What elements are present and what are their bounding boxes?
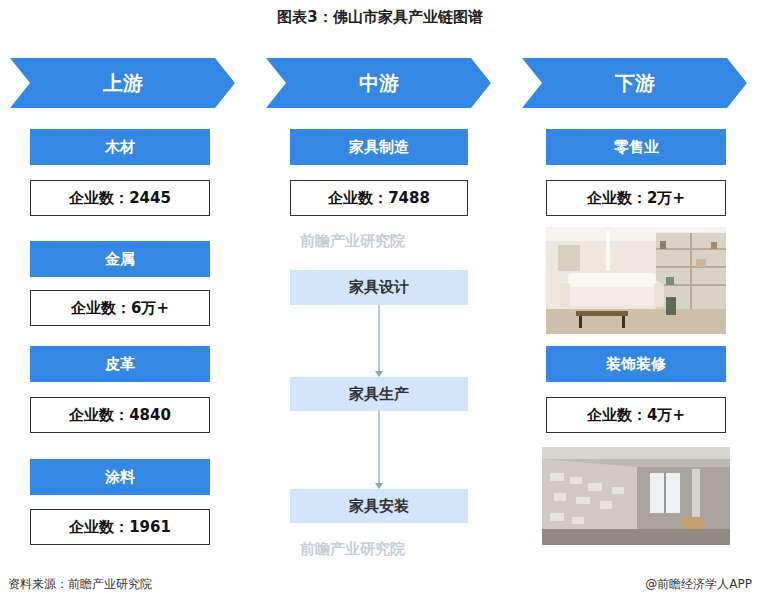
node-text: 下游 <box>615 70 655 97</box>
process-box: 家具设计 <box>290 270 468 305</box>
arrow-line <box>378 411 379 483</box>
node-text: 企业数：4万+ <box>587 406 685 425</box>
category-box: 木材 <box>30 129 210 165</box>
node-text: 企业数：2万+ <box>587 189 685 208</box>
chevron-fill <box>522 58 747 108</box>
flow-arrow <box>375 305 383 377</box>
node-text: 家具安装 <box>349 497 409 516</box>
chart-title: 图表3：佛山市家具产业链图谱 <box>0 8 760 27</box>
node-text: 家具生产 <box>349 385 409 404</box>
category-box: 皮革 <box>30 346 210 382</box>
category-box: 涂料 <box>30 459 210 495</box>
source-note: 资料来源：前瞻产业研究院 <box>8 576 152 593</box>
source-note: @前瞻经济学人APP <box>645 576 752 593</box>
stage-chevron: 中游 <box>266 58 491 108</box>
category-box: 金属 <box>30 241 210 277</box>
count-box: 企业数：2万+ <box>546 180 726 216</box>
count-box: 企业数：1961 <box>30 509 210 545</box>
node-text: 企业数：4840 <box>69 406 171 425</box>
node-text: 中游 <box>359 70 399 97</box>
node-text: 家具设计 <box>349 278 409 297</box>
count-box: 企业数：6万+ <box>30 290 210 326</box>
node-text: 木材 <box>105 138 135 157</box>
node-text: 企业数：2445 <box>69 189 171 208</box>
renovation-photo <box>542 447 730 545</box>
flow-arrow <box>375 411 383 489</box>
node-text: 企业数：6万+ <box>71 299 169 318</box>
watermark: 前瞻产业研究院 <box>300 540 405 559</box>
chevron-fill <box>266 58 491 108</box>
node-text: 金属 <box>105 250 135 269</box>
node-text: 企业数：7488 <box>328 189 430 208</box>
stage-chevron: 下游 <box>522 58 747 108</box>
node-text: 上游 <box>103 70 143 97</box>
living-room-photo <box>546 227 726 334</box>
node-text: 涂料 <box>105 468 135 487</box>
process-box: 家具安装 <box>290 489 468 523</box>
watermark: 前瞻产业研究院 <box>300 232 405 251</box>
arrow-line <box>378 305 379 371</box>
node-text: 企业数：1961 <box>69 518 171 537</box>
process-box: 家具生产 <box>290 377 468 411</box>
count-box: 企业数：2445 <box>30 180 210 216</box>
category-box: 家具制造 <box>290 129 468 165</box>
chevron-fill <box>10 58 235 108</box>
node-text: 装饰装修 <box>606 355 666 374</box>
node-text: 家具制造 <box>349 138 409 157</box>
node-text: 皮革 <box>105 355 135 374</box>
category-box: 零售业 <box>546 129 726 165</box>
node-text: 零售业 <box>614 138 659 157</box>
count-box: 企业数：7488 <box>290 180 468 216</box>
category-box: 装饰装修 <box>546 346 726 382</box>
count-box: 企业数：4万+ <box>546 397 726 433</box>
count-box: 企业数：4840 <box>30 397 210 433</box>
stage-chevron: 上游 <box>10 58 235 108</box>
